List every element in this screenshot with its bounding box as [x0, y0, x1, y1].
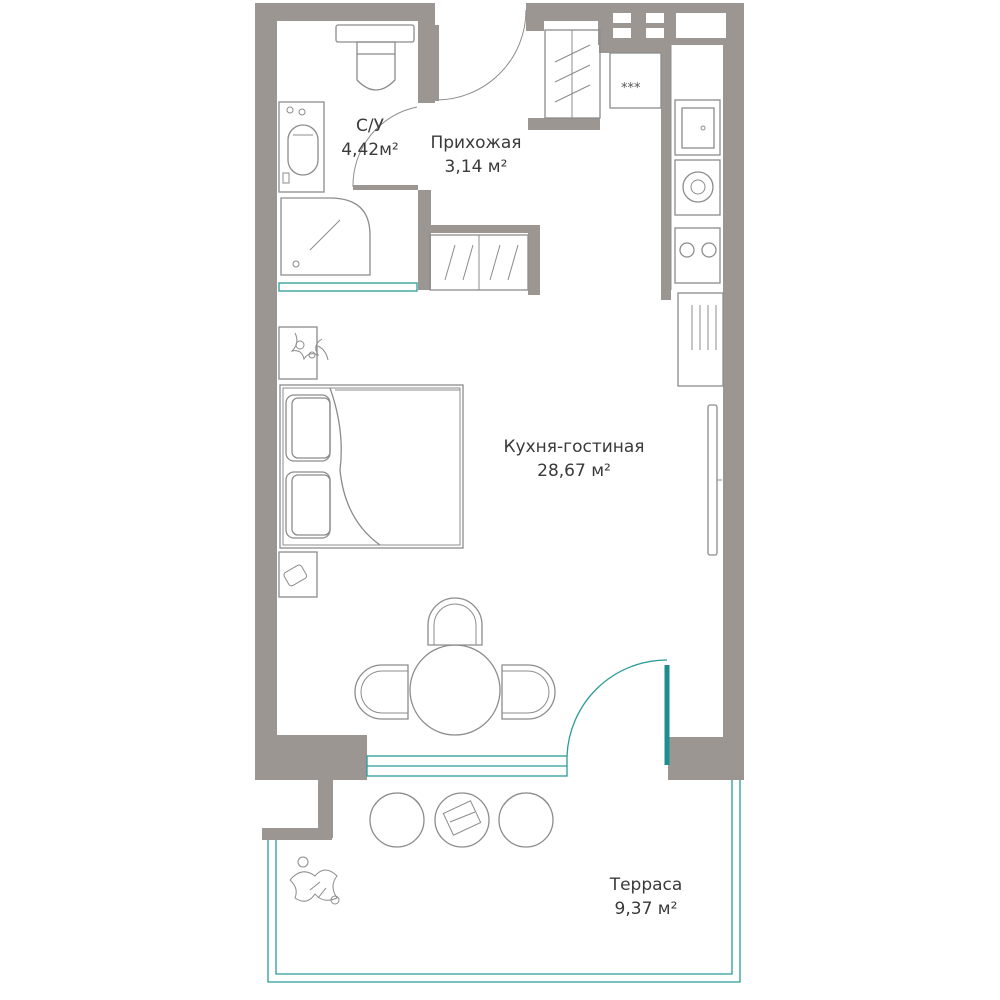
walls: [255, 3, 744, 840]
hall-wardrobe-bottom: [429, 234, 529, 291]
nightstand-top: [278, 326, 318, 380]
kitchen-counter: [609, 45, 724, 556]
room-name: С/У: [356, 116, 384, 136]
stove-mark: ***: [621, 81, 641, 96]
toilet: [335, 24, 415, 91]
nightstand-bottom: [278, 551, 318, 598]
doors: [352, 9, 668, 757]
room-area: 28,67 м²: [537, 461, 611, 481]
shower: [280, 197, 371, 276]
plant-icon: [290, 332, 329, 361]
bed: [279, 384, 464, 549]
room-name: Прихожая: [430, 133, 522, 153]
glazing: [267, 282, 741, 983]
hall-wardrobe-top: [544, 29, 601, 119]
room-area: 9,37 м²: [614, 899, 678, 919]
room-area: 3,14 м²: [444, 157, 508, 177]
sink: [278, 101, 325, 193]
room-name: Кухня-гостиная: [503, 437, 645, 457]
plant-icon: [289, 856, 340, 905]
terrace-furniture: [369, 792, 554, 848]
dining-set: [354, 597, 556, 736]
room-name: Терраса: [609, 875, 683, 895]
room-area: 4,42м²: [341, 140, 399, 160]
